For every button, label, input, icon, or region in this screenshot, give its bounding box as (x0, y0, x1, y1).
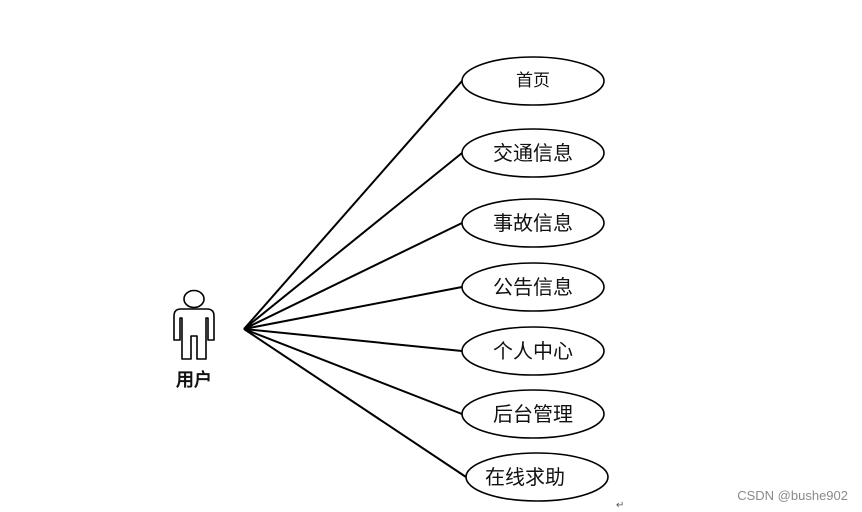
use-case-accident-info: 事故信息 (461, 198, 605, 248)
use-case-online-help: 在线求助 (465, 452, 609, 502)
use-case-label: 首页 (516, 71, 550, 91)
association-line (243, 286, 463, 330)
use-case-notice-info: 公告信息 (461, 262, 605, 312)
use-case-label: 事故信息 (493, 211, 573, 235)
association-line (243, 328, 463, 352)
use-case-label: 后台管理 (493, 402, 573, 426)
use-case-traffic-info: 交通信息 (461, 128, 605, 178)
actor-user: 用户 (173, 289, 215, 391)
use-case-label: 个人中心 (493, 339, 573, 363)
use-case-admin: 后台管理 (461, 389, 605, 439)
association-line (243, 328, 463, 415)
paragraph-return-mark: ↵ (616, 500, 625, 511)
association-line (243, 328, 467, 478)
use-case-personal-center: 个人中心 (461, 326, 605, 376)
use-case-label: 交通信息 (493, 141, 573, 165)
use-case-label: 在线求助 (485, 465, 565, 489)
use-case-home: 首页 (461, 56, 605, 106)
actor-figure-icon (173, 289, 215, 360)
association-line (243, 222, 463, 330)
use-case-label: 公告信息 (493, 275, 573, 299)
association-line (243, 152, 463, 330)
association-lines (243, 80, 467, 478)
association-line (243, 80, 463, 330)
use-case-list: 首页 交通信息 事故信息 公告信息 个人中心 后台管理 在线求助 (461, 56, 609, 502)
watermark: CSDN @bushe902 (737, 488, 848, 503)
actor-label: 用户 (176, 369, 212, 391)
